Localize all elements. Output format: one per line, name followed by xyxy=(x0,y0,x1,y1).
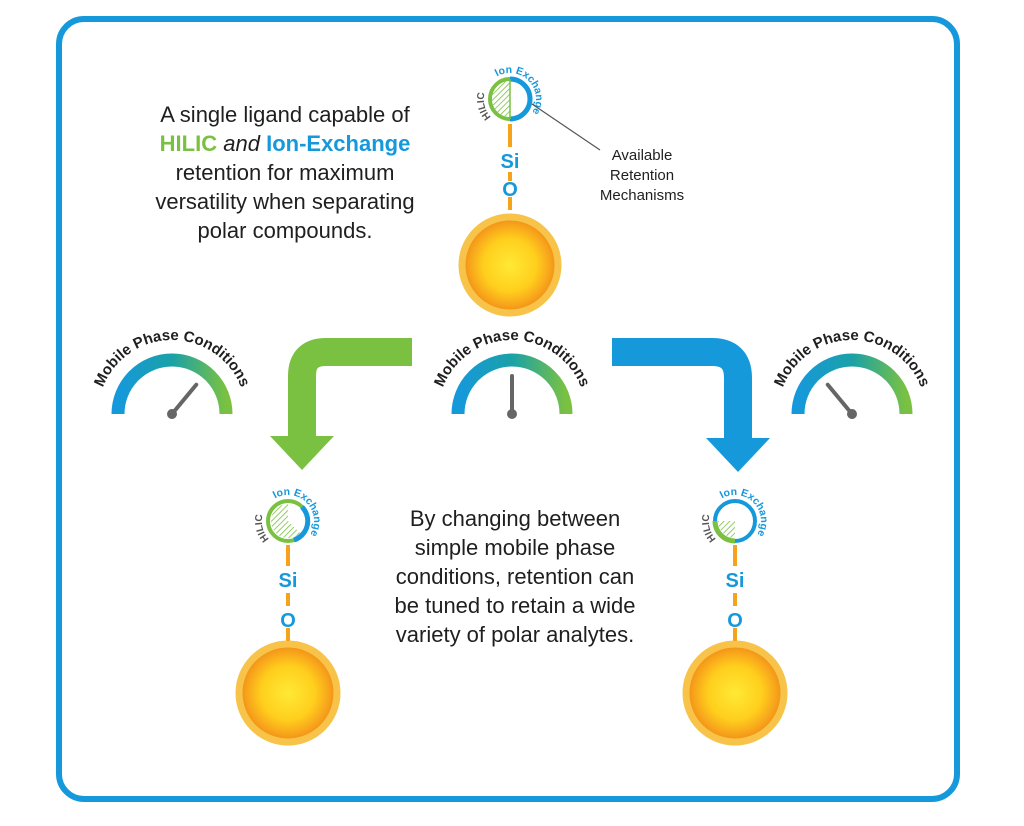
top-silica-particle xyxy=(458,213,562,317)
explanation-line-1: By changing between xyxy=(409,506,621,531)
left-silica-particle xyxy=(235,640,341,746)
right-silica-particle xyxy=(682,640,788,746)
right-hilic-wedge xyxy=(718,521,735,538)
top-ligand-group: O Si Ion Exchange HILIC xyxy=(458,51,562,317)
headline-line-4: versatility when separating xyxy=(155,189,415,214)
gauge-left-needle xyxy=(167,382,199,419)
callout-line-3: Mechanisms xyxy=(600,187,684,204)
right-ligand-group: O Si Ion Exchange HILIC xyxy=(682,473,788,746)
top-oxygen-label: O xyxy=(502,179,518,201)
green-arrow xyxy=(288,338,412,440)
callout-line-1: Available xyxy=(612,147,673,164)
top-ion-exchange-arc xyxy=(509,76,533,122)
explanation-text: By changing between simple mobile phase … xyxy=(370,504,660,649)
right-silicon-label: Si xyxy=(726,570,745,592)
gauge-center-arc xyxy=(451,353,573,415)
headline-line-1: A single ligand capable of xyxy=(160,102,410,127)
callout-leader-line xyxy=(531,103,601,151)
right-oxygen-label: O xyxy=(727,610,743,632)
headline-line-5: polar compounds. xyxy=(197,218,373,243)
left-oxygen-label: O xyxy=(280,610,296,632)
left-hilic-wedge xyxy=(270,503,300,538)
headline-text: A single ligand capable of HILIC and Ion… xyxy=(120,100,450,245)
gauge-left-arc xyxy=(111,353,233,415)
callout-line-2: Retention xyxy=(610,167,674,184)
gauge-center-needle xyxy=(507,374,517,419)
gauge-right-needle xyxy=(825,382,857,419)
gauge-right: Mobile Phase Conditions xyxy=(771,327,933,419)
gauge-center: Mobile Phase Conditions xyxy=(431,327,593,419)
explanation-line-3: conditions, retention can xyxy=(395,564,635,589)
blue-arrowhead xyxy=(706,438,770,472)
explanation-line-2: simple mobile phase xyxy=(414,535,616,560)
explanation-line-4: be tuned to retain a wide xyxy=(394,593,636,618)
left-silicon-label: Si xyxy=(279,570,298,592)
headline-hilic-word: HILIC xyxy=(159,131,218,156)
left-ion-exchange-arc xyxy=(293,505,311,543)
right-hilic-arc xyxy=(712,520,736,544)
gauge-left: Mobile Phase Conditions xyxy=(91,327,253,419)
left-ligand-group: O Si Ion Exchange HILIC xyxy=(235,473,341,746)
headline-and-word: and xyxy=(223,131,260,156)
top-hilic-wedge xyxy=(492,81,510,117)
green-arrowhead xyxy=(270,436,334,470)
gauge-right-arc xyxy=(791,353,913,415)
headline-line-3: retention for maximum xyxy=(175,160,395,185)
explanation-line-5: variety of polar analytes. xyxy=(395,622,635,647)
headline-ion-word: Ion-Exchange xyxy=(266,131,411,156)
headline-line-2: HILIC and Ion-Exchange xyxy=(120,129,450,158)
top-silicon-label: Si xyxy=(501,151,520,173)
blue-arrow xyxy=(612,338,752,442)
